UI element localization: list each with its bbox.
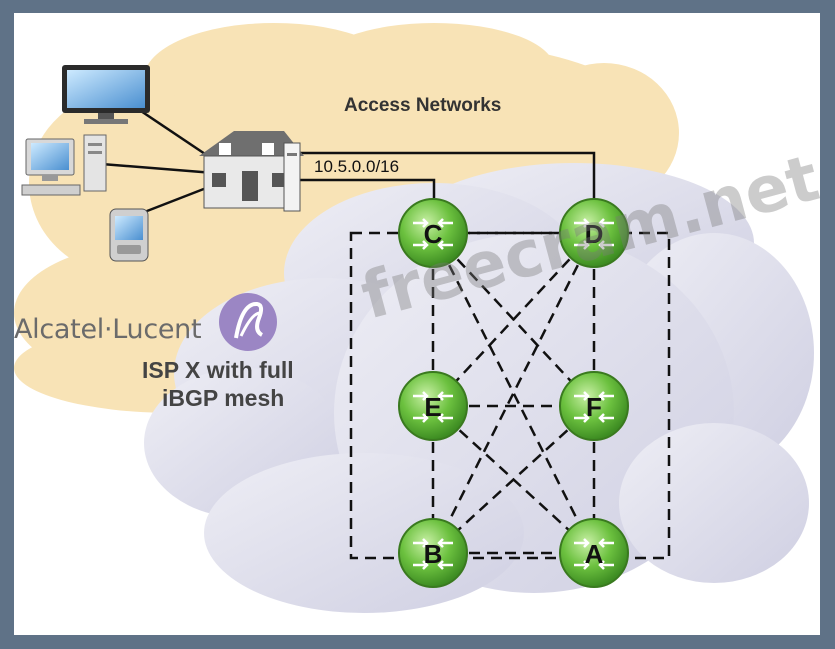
router-icon xyxy=(559,371,629,441)
router-icon xyxy=(398,198,468,268)
router-label: B xyxy=(424,539,443,569)
router-arrows-icon xyxy=(413,218,453,250)
router-b: B xyxy=(398,518,468,588)
network-diagram: C D E F B A Access Networks 10.5.0.0/16 ISP X… xyxy=(14,23,814,613)
router-group: C D E F B A xyxy=(398,198,629,588)
router-e: E xyxy=(398,371,468,441)
router-d: D xyxy=(559,198,629,268)
router-label: E xyxy=(424,392,441,422)
server-tower-icon xyxy=(283,142,301,212)
router-c: C xyxy=(398,198,468,268)
router-arrows-icon xyxy=(574,218,614,250)
subnet-label: 10.5.0.0/16 xyxy=(314,157,399,176)
router-arrows-icon xyxy=(574,391,614,423)
brand-name: Alcatel·Lucent xyxy=(14,314,202,345)
router-label: F xyxy=(586,392,602,422)
isp-label-line2: iBGP mesh xyxy=(162,385,284,411)
router-label: D xyxy=(585,219,604,249)
router-a: A xyxy=(559,518,629,588)
router-icon xyxy=(559,198,629,268)
access-networks-label: Access Networks xyxy=(344,95,501,116)
pda-icon xyxy=(109,208,149,262)
desktop-computer-icon xyxy=(21,134,107,196)
router-icon xyxy=(398,518,468,588)
router-icon xyxy=(398,371,468,441)
router-f: F xyxy=(559,371,629,441)
router-label: C xyxy=(424,219,443,249)
router-label: A xyxy=(585,539,604,569)
router-icon xyxy=(559,518,629,588)
diagram-frame: C D E F B A Access Networks 10.5.0.0/16 ISP X… xyxy=(14,13,820,635)
monitor-icon xyxy=(62,65,150,124)
router-arrows-icon xyxy=(413,538,453,570)
router-arrows-icon xyxy=(413,391,453,423)
isp-label-line1: ISP X with full xyxy=(142,357,294,383)
alcatel-lucent-logo-icon xyxy=(219,293,277,351)
router-arrows-icon xyxy=(574,538,614,570)
house-icon xyxy=(199,131,304,209)
